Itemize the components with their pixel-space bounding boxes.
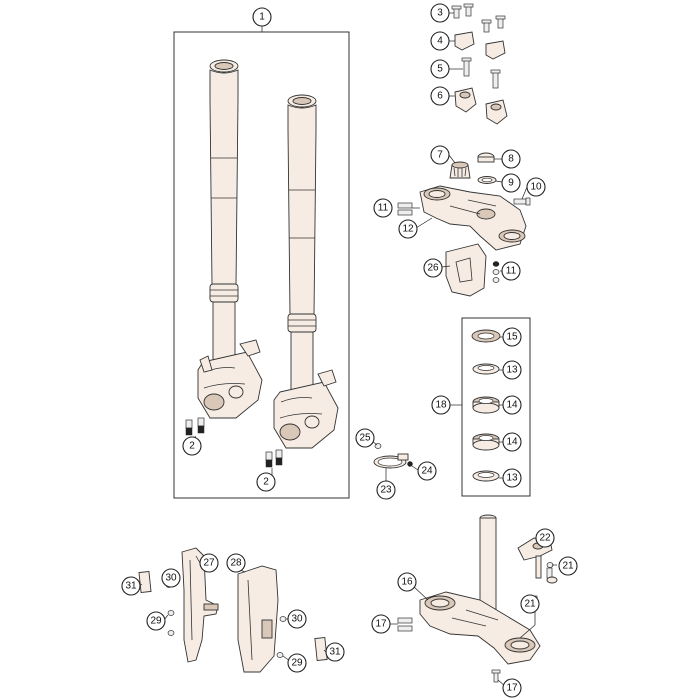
svg-text:29: 29 (291, 658, 303, 669)
svg-text:28: 28 (230, 558, 242, 569)
callout-14-bottom: 14 (502, 432, 522, 452)
callout-22: 22 (535, 528, 555, 548)
svg-text:6: 6 (437, 91, 443, 102)
callout-15: 15 (502, 327, 522, 347)
callout-3: 3 (430, 3, 450, 23)
hose-clamp-23 (373, 443, 413, 469)
callout-17-left: 17 (371, 614, 391, 634)
callout-23: 23 (376, 480, 396, 500)
callout-14-top: 14 (502, 395, 522, 415)
callout-31-left: 31 (121, 576, 141, 596)
callout-2-left: 2 (182, 436, 202, 456)
callout-29-left: 29 (146, 611, 166, 631)
callout-4: 4 (430, 31, 450, 51)
svg-text:30: 30 (165, 573, 177, 584)
svg-text:21: 21 (562, 561, 574, 572)
svg-text:13: 13 (506, 473, 518, 484)
svg-text:9: 9 (508, 178, 514, 189)
bolts-2-right (265, 449, 283, 468)
svg-text:14: 14 (506, 400, 518, 411)
svg-text:14: 14 (506, 437, 518, 448)
callout-16: 16 (397, 572, 417, 592)
svg-text:11: 11 (378, 203, 389, 214)
svg-text:10: 10 (530, 182, 542, 193)
svg-text:3: 3 (437, 8, 443, 19)
svg-text:18: 18 (435, 400, 447, 411)
svg-text:12: 12 (402, 224, 414, 235)
clamp-parts-3-6 (451, 3, 508, 125)
right-fork-leg (273, 94, 339, 449)
callout-25: 25 (355, 428, 375, 448)
fork-assembly-box (173, 31, 350, 499)
callout-11-right: 11 (501, 261, 521, 281)
callout-31-right: 31 (325, 642, 345, 662)
bearing-kit-box (461, 317, 531, 497)
callout-30-right: 30 (287, 609, 307, 629)
callout-21-lower: 21 (520, 594, 540, 614)
callout-8: 8 (501, 149, 521, 169)
svg-text:31: 31 (125, 581, 137, 592)
svg-text:7: 7 (437, 150, 443, 161)
callout-17-bottom: 17 (502, 678, 522, 698)
svg-text:17: 17 (375, 619, 387, 630)
callout-24: 24 (417, 461, 437, 481)
svg-text:30: 30 (291, 614, 303, 625)
callout-9: 9 (501, 173, 521, 193)
callout-2-right: 2 (256, 472, 276, 492)
svg-text:13: 13 (506, 365, 518, 376)
callout-13-bottom: 13 (502, 468, 522, 488)
svg-text:29: 29 (150, 616, 162, 627)
callout-26: 26 (423, 258, 443, 278)
callout-7: 7 (430, 145, 450, 165)
callout-11-left: 11 (373, 198, 393, 218)
callout-29-right: 29 (287, 653, 307, 673)
svg-text:4: 4 (437, 36, 443, 47)
upper-triple-clamp (397, 152, 531, 297)
callout-1: 1 (252, 7, 272, 27)
left-fork-leg (197, 59, 263, 419)
svg-text:24: 24 (421, 466, 433, 477)
svg-text:1: 1 (259, 12, 265, 23)
callout-6: 6 (430, 86, 450, 106)
svg-text:23: 23 (380, 485, 392, 496)
svg-text:31: 31 (329, 647, 341, 658)
svg-text:11: 11 (506, 266, 517, 277)
svg-text:2: 2 (263, 477, 269, 488)
svg-text:16: 16 (401, 577, 413, 588)
svg-text:15: 15 (506, 332, 518, 343)
bolts-2-left (185, 417, 205, 436)
svg-text:8: 8 (508, 154, 514, 165)
callout-12: 12 (398, 219, 418, 239)
callout-28: 28 (226, 553, 246, 573)
callout-18: 18 (431, 395, 451, 415)
svg-text:25: 25 (359, 433, 371, 444)
callout-30-left: 30 (161, 568, 181, 588)
callout-27: 27 (199, 553, 219, 573)
bearing-parts (471, 329, 501, 482)
svg-text:5: 5 (437, 64, 443, 75)
svg-text:26: 26 (427, 263, 439, 274)
callout-10: 10 (526, 177, 546, 197)
svg-text:27: 27 (203, 558, 215, 569)
svg-text:17: 17 (506, 683, 518, 694)
callout-13-top: 13 (502, 360, 522, 380)
svg-text:21: 21 (524, 599, 536, 610)
lower-triple-clamp (397, 514, 558, 683)
callout-5: 5 (430, 59, 450, 79)
callout-21-right: 21 (558, 556, 578, 576)
svg-text:2: 2 (189, 441, 195, 452)
svg-text:22: 22 (539, 533, 551, 544)
